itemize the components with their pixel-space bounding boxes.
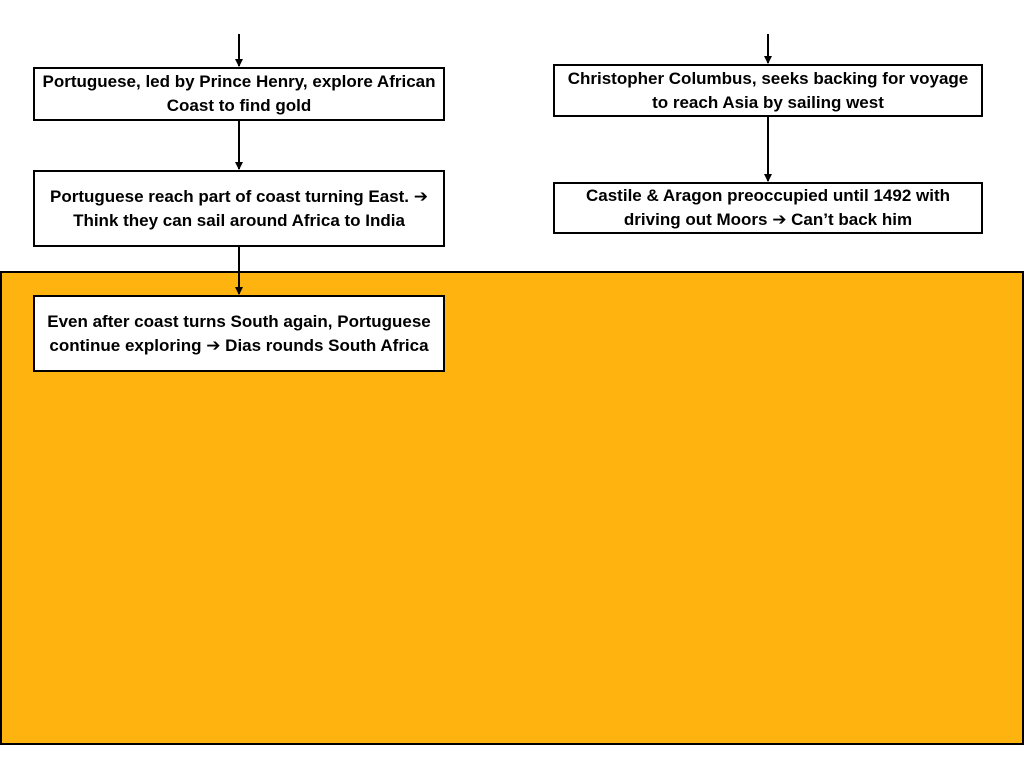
right-box-1: Christopher Columbus, seeks backing for … — [553, 64, 983, 117]
left-box-2: Portuguese reach part of coast turning E… — [33, 170, 445, 247]
right-box-2: Castile & Aragon preoccupied until 1492 … — [553, 182, 983, 234]
left-box-3: Even after coast turns South again, Port… — [33, 295, 445, 372]
left-box-1: Portuguese, led by Prince Henry, explore… — [33, 67, 445, 121]
